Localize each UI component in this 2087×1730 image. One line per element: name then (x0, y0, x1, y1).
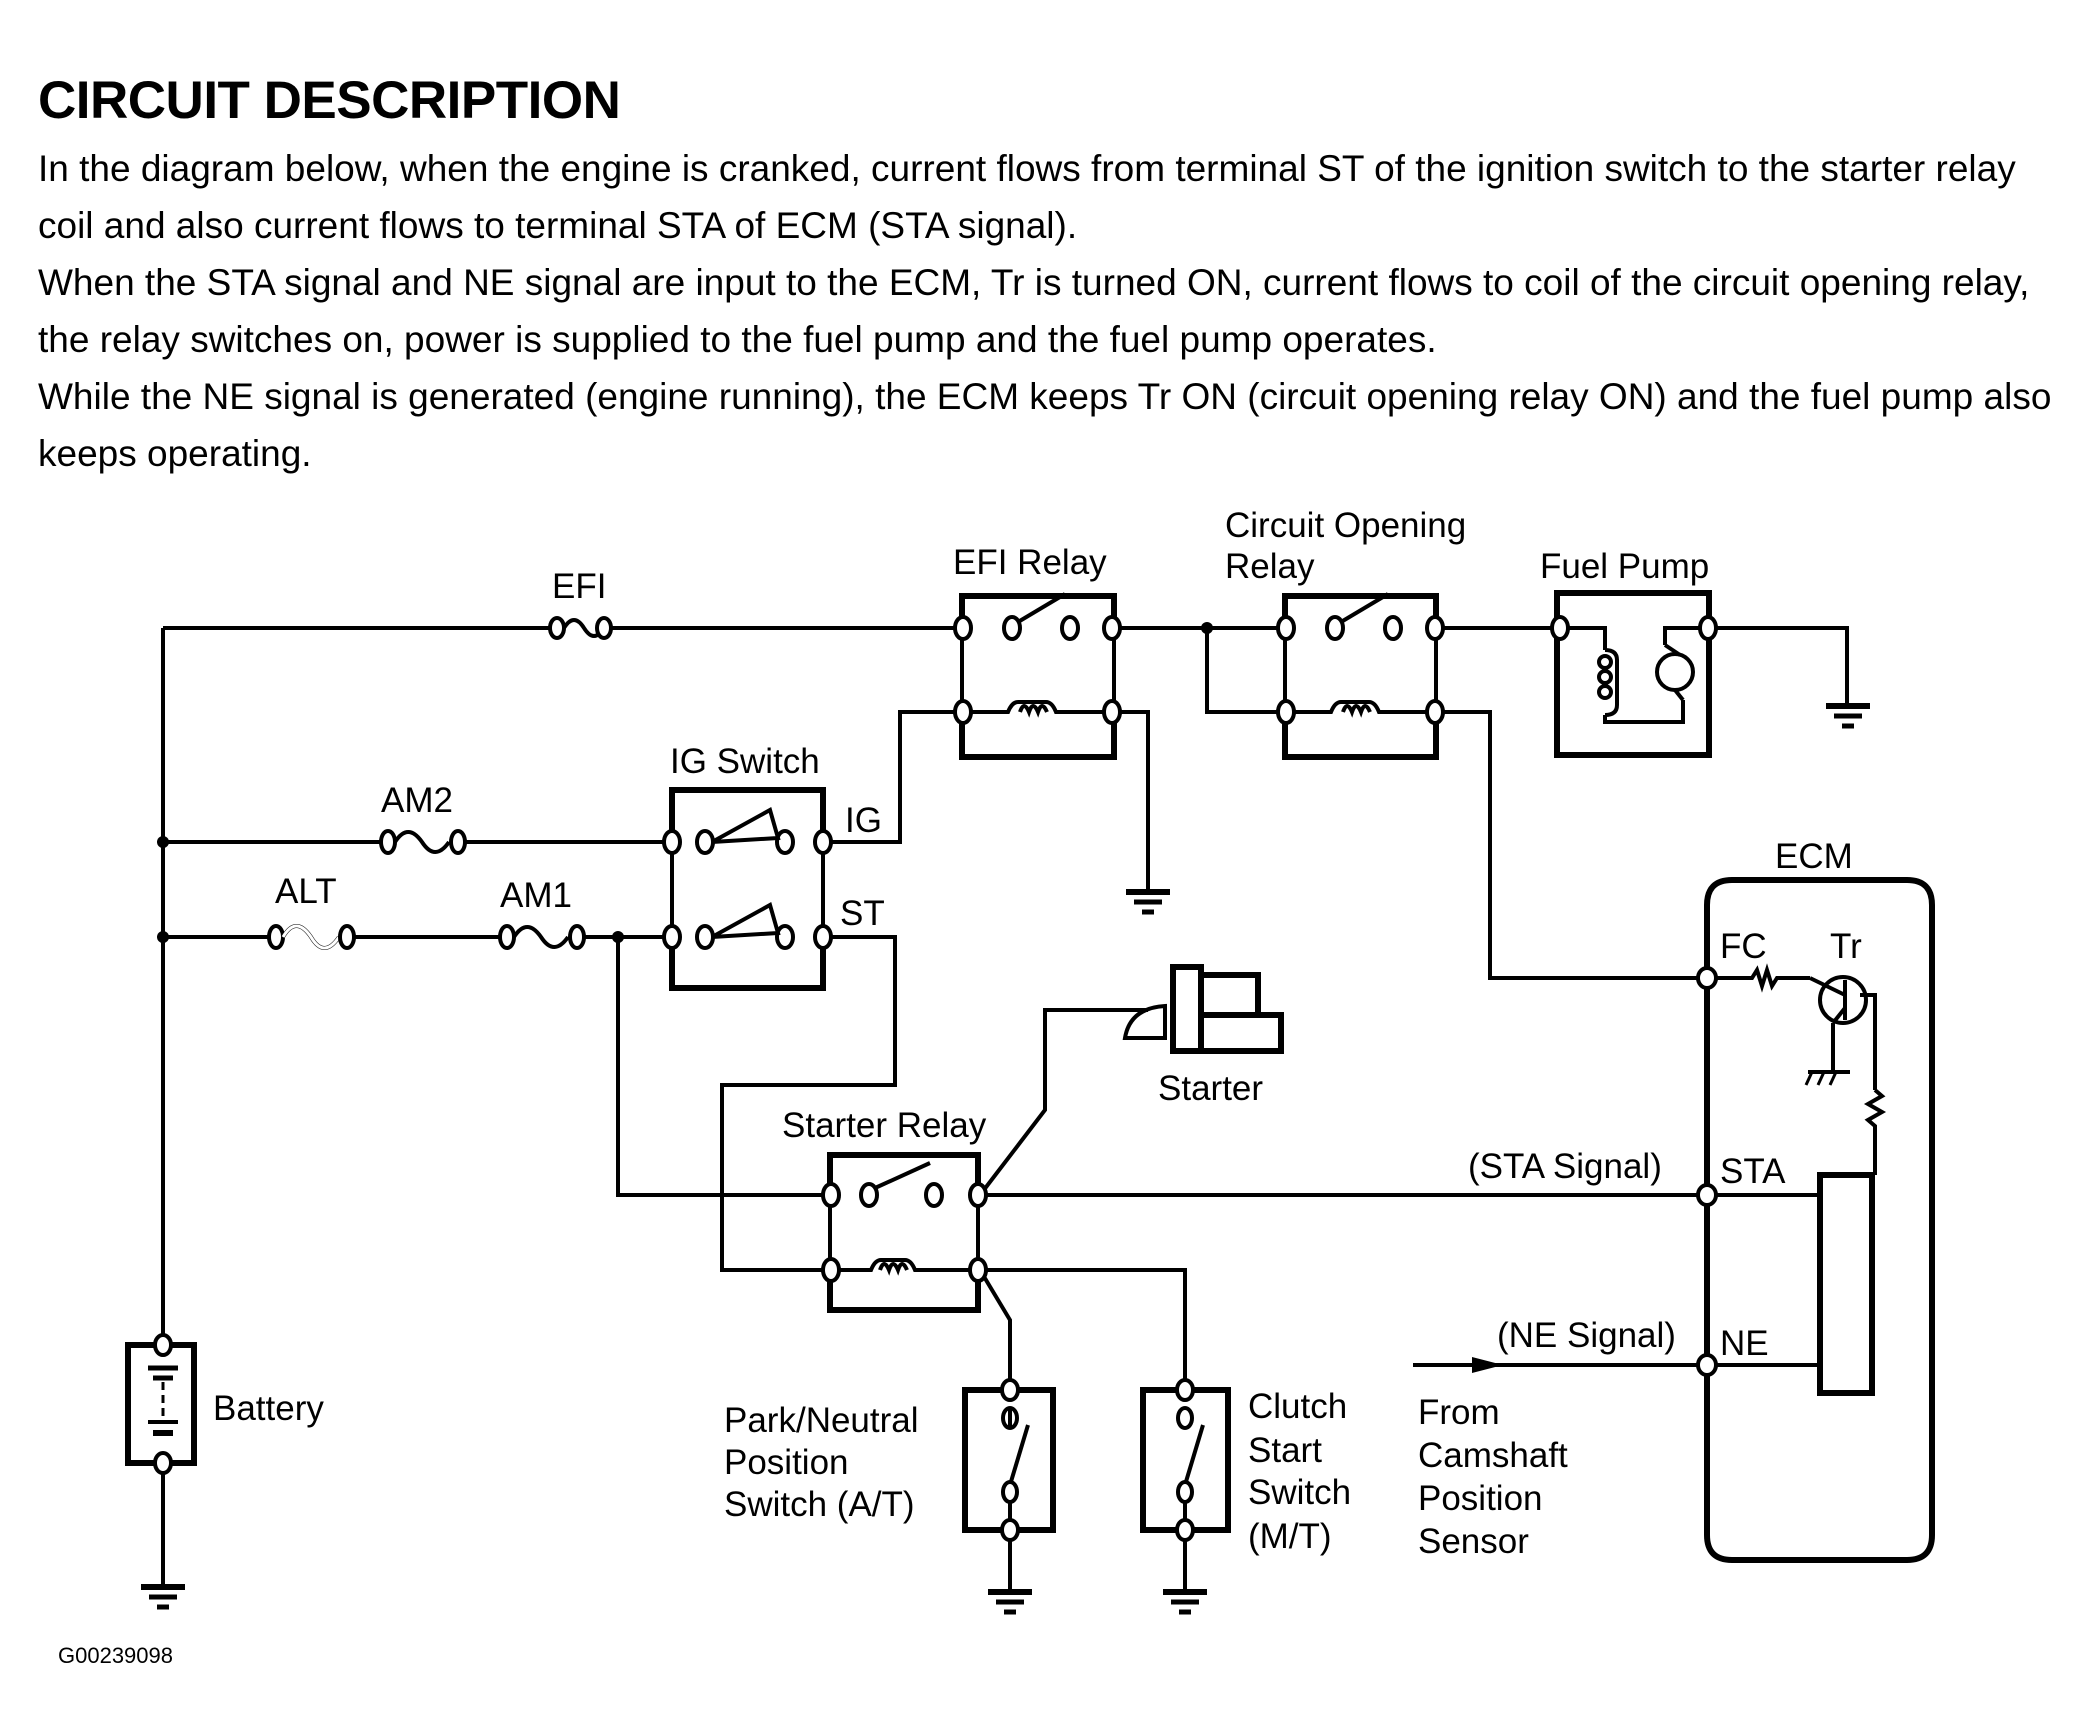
clutch-label-1: Clutch (1248, 1387, 1347, 1426)
battery-label: Battery (213, 1389, 324, 1428)
ne-terminal-label: NE (1720, 1324, 1769, 1363)
camshaft-label-4: Sensor (1418, 1522, 1529, 1561)
pnp-label-1: Park/Neutral (724, 1401, 919, 1440)
tr-label: Tr (1830, 927, 1862, 966)
starter-relay-to-clutch-switch-wire (980, 1268, 1187, 1390)
clutch-start-switch: Clutch Start Switch (M/T) (1140, 1378, 1351, 1556)
clutch-label-4: (M/T) (1248, 1517, 1332, 1556)
description-paragraph: In the diagram below, when the engine is… (38, 148, 2016, 246)
park-neutral-position-switch: Park/Neutral Position Switch (A/T) (724, 1378, 1056, 1542)
ecm: ECM FC Tr STA NE (STA Signal) (NE Signal… (1468, 837, 1935, 1563)
ne-signal-label: (NE Signal) (1497, 1316, 1676, 1355)
starter-relay-to-starter-wire (978, 1008, 1148, 1197)
junction-dot (612, 931, 624, 943)
fuse-am2: AM2 (379, 781, 467, 855)
page-heading: CIRCUIT DESCRIPTION (38, 71, 621, 130)
ig-switch: IG Switch IG ST (662, 742, 885, 991)
wires (161, 626, 1849, 1590)
ig-switch-label: IG Switch (670, 742, 820, 781)
sta-terminal-label: STA (1720, 1152, 1786, 1191)
clutch-label-2: Start (1248, 1431, 1322, 1470)
starter-relay-to-pnp-switch-wire (978, 1268, 1012, 1390)
junction-dot (1201, 622, 1213, 634)
fuse-alt: ALT (267, 872, 356, 950)
circuit-description: In the diagram below, when the engine is… (38, 140, 2068, 482)
st-terminal-label: ST (840, 894, 885, 933)
starter-relay-label: Starter Relay (782, 1106, 987, 1145)
clutch-label-3: Switch (1248, 1473, 1351, 1512)
ground-efi-relay (1126, 889, 1170, 915)
circuit-opening-relay-label-2: Relay (1225, 547, 1315, 586)
starter-label: Starter (1158, 1069, 1263, 1108)
junction-dot (157, 931, 169, 943)
efi-relay-label: EFI Relay (953, 543, 1107, 582)
description-paragraph: When the STA signal and NE signal are in… (38, 262, 2030, 360)
efi-relay: EFI Relay (953, 543, 1122, 760)
ig-to-efi-relay-wire (830, 710, 968, 844)
junction-dots (157, 622, 1213, 943)
camshaft-sensor-note: From Camshaft Position Sensor (1418, 1393, 1568, 1561)
fuse-am1-label: AM1 (500, 876, 572, 915)
ground-pnp-switch (988, 1589, 1032, 1615)
fuel-pump-label: Fuel Pump (1540, 547, 1709, 586)
ecm-label: ECM (1775, 837, 1853, 876)
pnp-label-2: Position (724, 1443, 849, 1482)
fuel-pump: Fuel Pump (1540, 547, 1718, 758)
ground-battery (141, 1584, 185, 1610)
co-relay-to-fc-wire (1438, 710, 1707, 980)
description-paragraph: While the NE signal is generated (engine… (38, 376, 2052, 474)
circuit-opening-relay: Circuit Opening Relay (1225, 506, 1466, 760)
fuel-pump-ground-wire (1712, 626, 1849, 705)
junction-dot (157, 836, 169, 848)
ground-clutch-switch (1163, 1589, 1207, 1615)
sta-signal-label: (STA Signal) (1468, 1147, 1662, 1186)
ground-fuel-pump (1826, 703, 1870, 729)
battery: Battery (125, 1333, 324, 1475)
am1-to-starter-relay-wire (616, 937, 830, 1197)
fuse-efi: EFI (548, 567, 613, 640)
fuse-am2-label: AM2 (381, 781, 453, 820)
camshaft-label-3: Position (1418, 1479, 1543, 1518)
st-to-starter-relay-wire (720, 935, 897, 1272)
circuit-opening-relay-label-1: Circuit Opening (1225, 506, 1466, 545)
fc-terminal-label: FC (1720, 927, 1767, 966)
circuit-opening-coil-supply-wire (1205, 628, 1290, 714)
fuse-efi-label: EFI (552, 567, 606, 606)
efi-relay-ground-wire (1118, 710, 1150, 890)
transistor-icon (1818, 975, 1868, 1025)
fuse-alt-label: ALT (275, 872, 337, 911)
ig-terminal-label: IG (845, 801, 882, 840)
starter-relay: Starter Relay (782, 1106, 988, 1313)
camshaft-label-1: From (1418, 1393, 1500, 1432)
arrow-right-icon (1472, 1357, 1503, 1373)
figure-id: G00239098 (58, 1643, 173, 1668)
starter: Starter (1122, 964, 1284, 1108)
camshaft-label-2: Camshaft (1418, 1436, 1568, 1475)
pnp-label-3: Switch (A/T) (724, 1485, 915, 1524)
fuse-am1: AM1 (498, 876, 586, 950)
